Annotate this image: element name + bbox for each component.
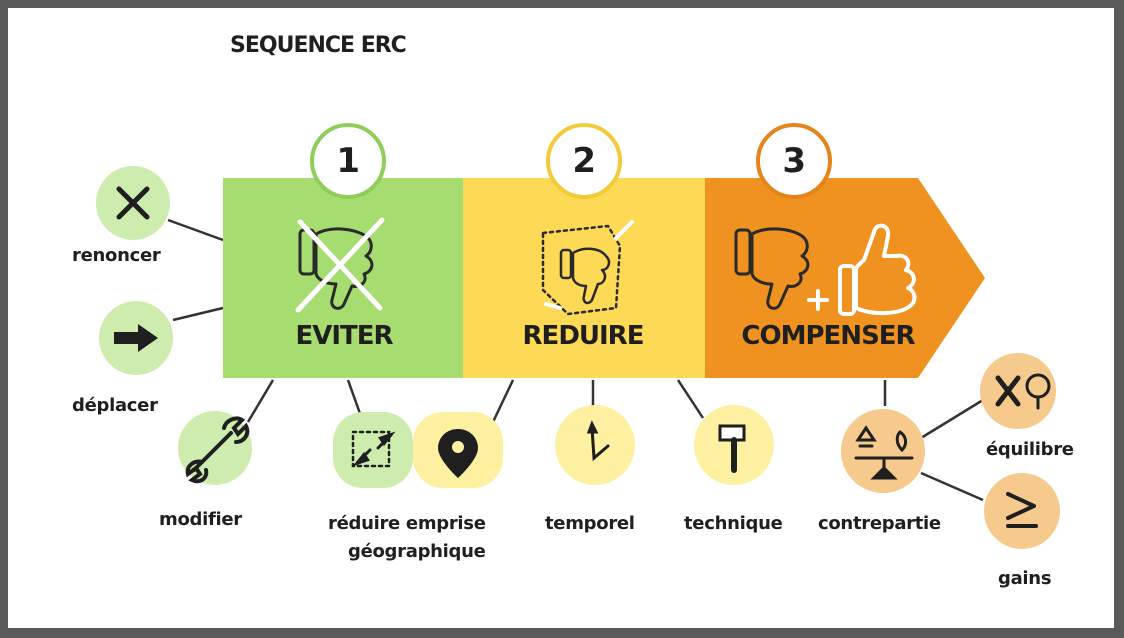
connector-gains <box>920 471 984 502</box>
connector-deplacer <box>172 306 224 322</box>
diagram-title: SEQUENCE ERC <box>230 33 407 58</box>
technique-label: technique <box>684 513 783 534</box>
stage-label-compenser: COMPENSER <box>741 321 915 351</box>
map-pin-icon <box>438 429 478 478</box>
stage-number-circle-3 <box>756 123 832 199</box>
connector-technique <box>676 379 705 419</box>
arrow-right-icon <box>114 324 158 352</box>
equilibre-circle <box>980 353 1056 429</box>
stage-number-3: 3 <box>782 141 806 181</box>
contrepartie-circle <box>841 409 925 493</box>
deplacer-label: déplacer <box>72 395 158 416</box>
greater-or-equal-icon <box>1006 492 1038 528</box>
connector-renoncer <box>167 218 224 242</box>
stage-label-eviter: EVITER <box>295 321 393 351</box>
thumb-down-shrink-icon <box>541 220 634 316</box>
cross-out-icon <box>295 217 385 313</box>
balance-scale-icon <box>854 425 914 480</box>
stage-number-circle-1 <box>310 123 386 199</box>
gains-label: gains <box>998 568 1052 589</box>
erc-diagram <box>96 123 1060 549</box>
connector-equilibre <box>920 398 984 440</box>
close-icon <box>116 186 150 220</box>
temporel-label: temporel <box>545 513 635 534</box>
plus-icon <box>807 289 829 311</box>
reduire-emprise-box <box>333 412 413 488</box>
stage-number-circle-2 <box>546 123 622 199</box>
selection-shrink-icon <box>351 430 396 468</box>
renoncer-label: renoncer <box>72 245 161 266</box>
thumb-up-icon <box>838 223 917 316</box>
stage-band-reduire <box>463 178 708 378</box>
diagram-frame: SEQUENCE ERC 1 2 3 EVITER REDUIRE COMPEN… <box>8 8 1114 628</box>
reduire-emprise-label-line2: géographique <box>348 541 486 562</box>
stage-band-eviter <box>223 178 466 378</box>
equilibre-label: équilibre <box>986 439 1074 460</box>
temporel-circle <box>555 405 635 485</box>
hammer-icon <box>718 424 746 473</box>
reduire-emprise-label-line1: réduire emprise <box>328 513 486 534</box>
connector-location <box>491 379 515 423</box>
crossed-tree-icon <box>995 373 1051 410</box>
modifier-label: modifier <box>159 509 242 530</box>
stage-number-1: 1 <box>336 141 360 181</box>
stage-label-reduire: REDUIRE <box>522 321 645 351</box>
contrepartie-label: contrepartie <box>818 513 941 534</box>
clock-hands-icon <box>586 420 610 462</box>
wrench-icon <box>185 416 250 484</box>
thumb-down-icon <box>734 227 810 310</box>
stage-number-2: 2 <box>572 141 596 181</box>
connector-modifier <box>246 379 275 423</box>
